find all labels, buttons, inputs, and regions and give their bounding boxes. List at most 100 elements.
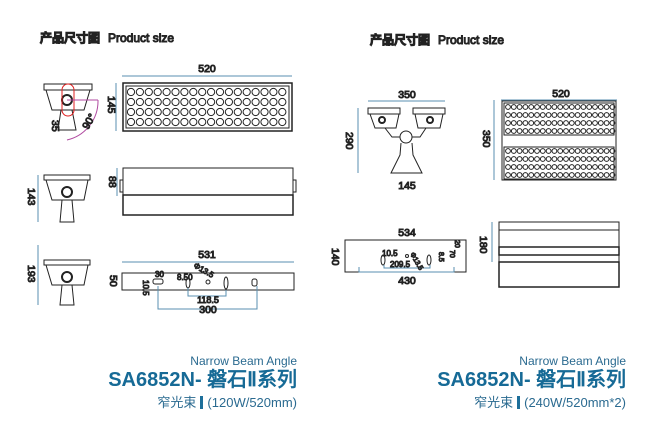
dim-slot-height: 10.5 — [141, 280, 150, 296]
led-lens — [144, 97, 153, 107]
dim-side-height: 143 — [25, 188, 37, 206]
led-lens — [551, 112, 558, 118]
double-front-view — [357, 100, 446, 174]
led-lens — [586, 104, 593, 110]
led-lens — [557, 120, 564, 126]
led-lens — [592, 112, 598, 118]
led-lens — [557, 104, 564, 110]
side-view-middle — [37, 174, 91, 223]
led-lens — [580, 120, 587, 126]
led-lens — [522, 128, 529, 134]
led-lens — [545, 164, 552, 170]
led-lens — [534, 120, 540, 126]
led-lens — [534, 128, 540, 134]
led-lens — [603, 156, 610, 162]
caption-right: Narrow Beam Angle SA6852N- 磐石Ⅱ系列 窄光束(240… — [437, 354, 626, 411]
led-lens — [563, 164, 569, 170]
led-lens — [557, 112, 564, 118]
led-lens — [592, 164, 598, 170]
led-lens — [215, 117, 225, 127]
led-lens — [528, 104, 535, 110]
led-lens — [563, 128, 569, 134]
led-lens — [269, 107, 278, 117]
led-lens — [189, 107, 198, 117]
dim-width: 520 — [198, 63, 216, 75]
led-lens — [522, 104, 529, 110]
led-lens — [603, 164, 610, 170]
led-lens — [162, 117, 171, 127]
led-lens — [539, 128, 546, 134]
led-lens — [528, 120, 535, 126]
led-lens — [580, 164, 587, 170]
led-lens — [551, 164, 558, 170]
dim-center-dist: 118.5 — [197, 295, 219, 305]
led-lens — [586, 128, 593, 134]
led-lens — [278, 97, 287, 107]
double-base-view — [344, 239, 467, 273]
led-lens — [505, 120, 511, 126]
led-lens — [189, 117, 198, 127]
led-lens — [171, 107, 180, 117]
led-lens — [153, 107, 162, 117]
led-lens — [574, 112, 581, 118]
led-lens — [516, 120, 523, 126]
led-lens — [516, 112, 523, 118]
led-lens — [574, 148, 581, 154]
led-lens — [603, 148, 610, 154]
led-lens — [557, 164, 564, 170]
dim-height: 145 — [105, 96, 117, 114]
led-lens — [539, 172, 546, 178]
led-lens — [260, 97, 269, 107]
led-lens — [153, 87, 162, 97]
led-lens — [242, 117, 251, 127]
led-lens — [545, 112, 552, 118]
beam-type-cn: 窄光束 — [474, 395, 514, 410]
led-lens — [534, 112, 540, 118]
led-lens — [278, 107, 287, 117]
dim-base-height-2: 140 — [329, 248, 341, 266]
led-lens — [522, 156, 529, 162]
led-lens — [534, 172, 540, 178]
dim-small-2: 8.5 — [437, 252, 444, 262]
led-lens — [135, 107, 144, 117]
led-lens — [580, 148, 587, 154]
led-lens — [551, 104, 558, 110]
led-lens — [278, 117, 287, 127]
dim-total-height: 193 — [25, 265, 37, 283]
dim-height-2: 290 — [343, 132, 355, 150]
led-lens — [580, 128, 587, 134]
led-lens — [251, 107, 260, 117]
led-lens — [510, 112, 517, 118]
divider — [517, 396, 521, 409]
dim-center-dist-2: 209.5 — [390, 260, 411, 269]
led-lens — [551, 148, 558, 154]
led-lens — [545, 104, 552, 110]
led-lens — [207, 87, 216, 97]
led-lens — [592, 104, 598, 110]
led-lens — [269, 117, 278, 127]
led-lens — [528, 172, 535, 178]
led-lens — [260, 107, 269, 117]
led-lens — [568, 112, 575, 118]
double-panel-view — [493, 99, 617, 181]
led-lens — [574, 120, 581, 126]
led-lens — [574, 156, 581, 162]
led-lens — [516, 156, 523, 162]
led-lens — [563, 120, 569, 126]
led-lens — [528, 112, 535, 118]
led-lens — [557, 128, 564, 134]
led-lens — [505, 148, 511, 154]
led-lens — [224, 97, 233, 107]
led-lens — [603, 112, 610, 118]
led-lens — [539, 164, 546, 170]
led-lens — [251, 117, 260, 127]
led-lens — [592, 128, 598, 134]
led-lens — [597, 112, 604, 118]
led-lens — [551, 156, 558, 162]
dim-base-length-2: 534 — [398, 227, 416, 239]
led-lens — [568, 120, 575, 126]
led-lens — [144, 107, 153, 117]
led-lens — [522, 164, 529, 170]
led-lens — [545, 120, 552, 126]
dim-base-width: 145 — [398, 180, 416, 192]
